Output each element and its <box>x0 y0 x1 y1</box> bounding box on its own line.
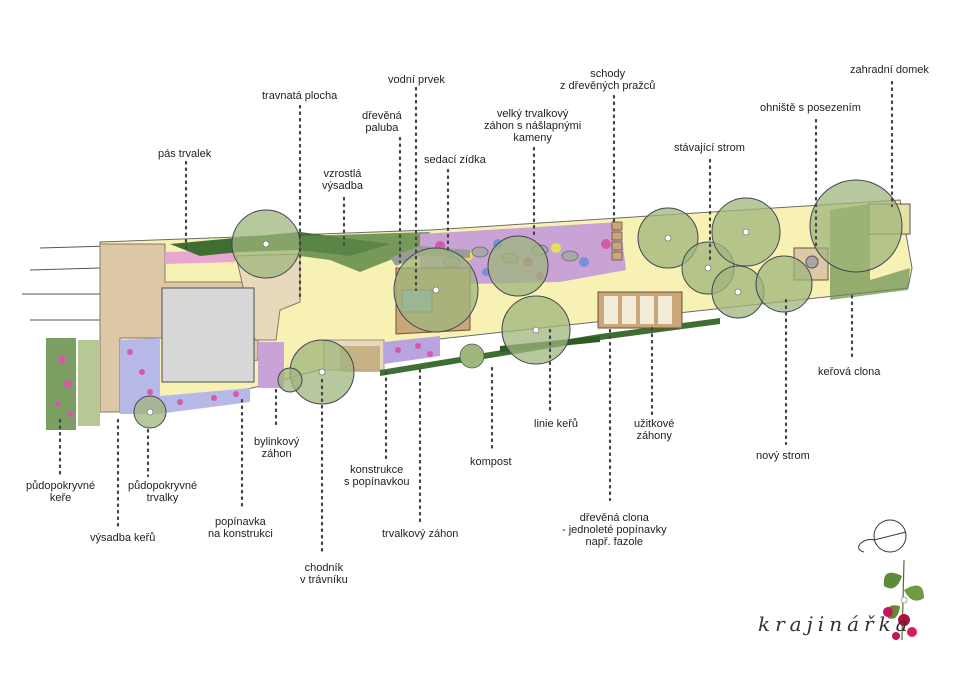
south-bed-flowers <box>395 343 433 357</box>
label-ohniste: ohniště s posezením <box>760 102 861 114</box>
label-kompost: kompost <box>470 456 512 468</box>
label-vysadba-keru: výsadba keřů <box>90 532 156 544</box>
leader-lines <box>58 80 894 554</box>
tree <box>755 255 813 313</box>
perennial-bed-west-flowers <box>127 349 239 405</box>
vegetable-beds <box>597 291 683 329</box>
perennial-bed-west <box>120 338 250 414</box>
label-sedaci-zidka: sedací zídka <box>424 154 486 166</box>
north-arrow-icon <box>858 519 907 553</box>
label-schody: schody z dřevěných pražců <box>560 68 656 92</box>
label-zahradni-domek: zahradní domek <box>850 64 929 76</box>
label-konstrukce: konstrukce s popínavkou <box>344 464 410 488</box>
sleeper-steps <box>611 221 623 261</box>
tree-markers <box>146 228 750 416</box>
brand-signature: krajinářka <box>758 612 913 636</box>
mature-planting <box>300 232 430 272</box>
label-pudopokryvne-kere: půdopokryvné keře <box>26 480 96 504</box>
compost <box>459 343 485 369</box>
label-travnata-plocha: travnatá plocha <box>262 90 338 102</box>
house <box>161 287 255 383</box>
label-novy-strom: nový strom <box>756 450 810 462</box>
label-bylinkovy-zahon: bylinkový záhon <box>254 436 300 460</box>
label-linie-keru: linie keřů <box>534 418 579 430</box>
label-pas-trvalek: pás trvalek <box>158 148 212 160</box>
tree <box>277 367 303 393</box>
label-velky-trvalkovy: velký trvalkový záhon s nášlapnými kamen… <box>484 108 582 144</box>
fire-pit <box>805 255 819 269</box>
label-popinavka: popínavka na konstrukci <box>208 516 273 540</box>
tree <box>809 179 903 273</box>
label-vodni-prvek: vodní prvek <box>388 74 445 86</box>
south-perennial-bed <box>384 336 440 364</box>
label-chodnik: chodník v trávníku <box>300 562 348 586</box>
label-vzrostla-vysadba: vzrostlá výsadba <box>322 168 363 192</box>
label-kerova-clona: keřová clona <box>818 366 881 378</box>
left-flowers <box>55 356 73 417</box>
tree <box>487 235 549 297</box>
fence-lines <box>22 245 111 321</box>
label-uzitkove-zahony: užitkové záhony <box>634 418 675 442</box>
label-pudopokryvne-trvalky: půdopokryvné trvalky <box>128 480 198 504</box>
raspberry-illustration <box>883 559 924 641</box>
label-trvalkovy-zahon: trvalkový záhon <box>382 528 459 540</box>
label-drevena-clona: dřevěná clona - jednoleté popínavky např… <box>562 512 667 548</box>
left-shrub-bed <box>78 340 100 426</box>
label-drevena-paluba: dřevěná paluba <box>362 110 402 134</box>
label-stavajici-strom: stávající strom <box>674 142 745 154</box>
